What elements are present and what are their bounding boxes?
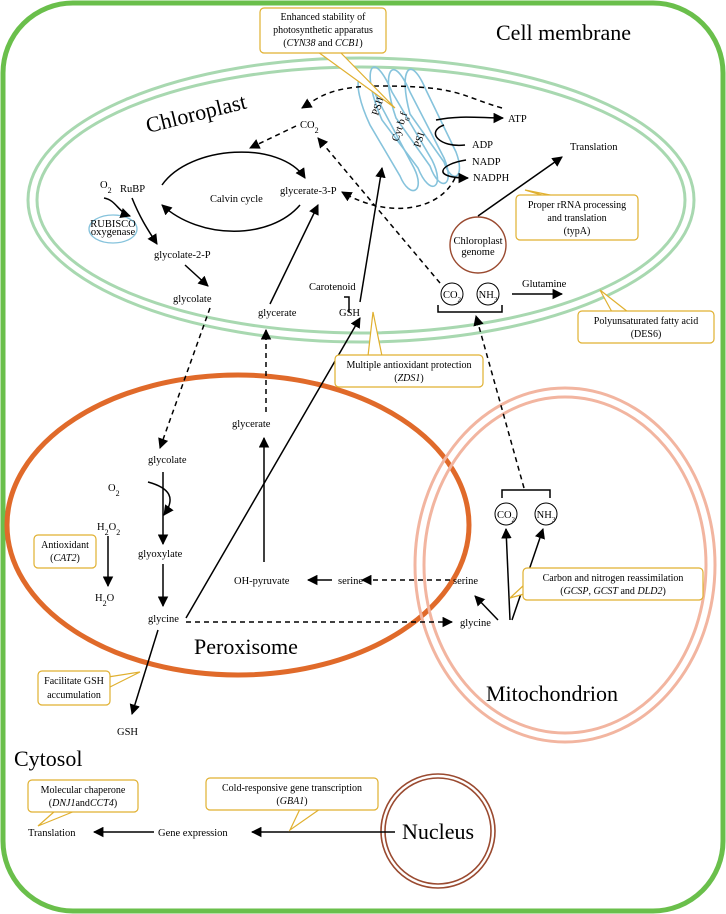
glycerate3p-label: glycerate-3-P: [280, 186, 337, 197]
chloroplast: [26, 56, 696, 344]
co2-mito-circle: [494, 502, 518, 526]
translation-chloro-label: Translation: [570, 142, 618, 153]
svg-text:and translation: and translation: [547, 213, 606, 224]
h2o-label: H2O: [95, 593, 115, 608]
svg-text:Polyunsaturated fatty acid: Polyunsaturated fatty acid: [594, 316, 698, 327]
glycolate2p-label: glycolate-2-P: [154, 250, 211, 261]
svg-text:accumulation: accumulation: [47, 690, 101, 701]
serine-perox-label: serine: [338, 576, 363, 587]
svg-text:(ZDS1): (ZDS1): [394, 373, 423, 384]
nh3-chloro-circle: [476, 282, 500, 306]
svg-text:Carbon and nitrogen reassimila: Carbon and nitrogen reassimilation: [543, 573, 684, 584]
glutamine-label: Glutamine: [522, 279, 567, 290]
svg-text:Enhanced stability of: Enhanced stability of: [281, 12, 367, 23]
svg-text:(typA): (typA): [564, 226, 591, 237]
rubisco-line2: oxygenase: [91, 227, 136, 238]
co2-chloro-circle: [440, 282, 464, 306]
nh3-mito-circle: [534, 502, 558, 526]
chloroplast-arrows: [103, 112, 564, 313]
annotation-carbon-nitrogen: Carbon and nitrogen reassimilation (GCSP…: [509, 567, 704, 601]
annotation-chaperone: Molecular chaperone (DNJ1andCCT4): [27, 779, 139, 827]
svg-text:(GCSP, GCST and DLD2): (GCSP, GCST and DLD2): [560, 586, 666, 597]
rubisco-oval: [88, 214, 138, 244]
rubp-label: RuBP: [120, 184, 145, 195]
mitochondrion-label: Mitochondrion: [486, 681, 618, 706]
svg-text:Cold-responsive gene transcrip: Cold-responsive gene transcription: [222, 783, 362, 794]
genome-line1: Chloroplast: [454, 236, 503, 247]
nh3-chloro-circle-label: NH3: [479, 290, 498, 304]
co2-mito-label: CO2: [497, 510, 516, 524]
gsh-chloro-label: GSH: [339, 308, 360, 319]
glycolate-perox-label: glycolate: [148, 455, 187, 466]
chloroplast-dashed-arrows: [249, 85, 503, 284]
annotation-photosynthetic: Enhanced stability of photosynthetic app…: [259, 7, 396, 109]
calvin-cycle-label: Calvin cycle: [210, 194, 263, 205]
co2-label: CO2: [300, 120, 319, 135]
cytosol-label: Cytosol: [14, 746, 82, 771]
glycine-mito-label: glycine: [460, 618, 491, 629]
gsh-cytosol-label: GSH: [117, 727, 138, 738]
annotation-fatty-acid: Polyunsaturated fatty acid (DES6): [577, 289, 715, 344]
svg-text:Proper rRNA processing: Proper rRNA processing: [528, 200, 626, 211]
chloroplast-genome-circle: [449, 216, 507, 274]
nucleus: [380, 773, 496, 889]
peroxisome-label: Peroxisome: [194, 634, 298, 659]
perox-mito-dashed-arrows: [158, 307, 525, 628]
glycerate-perox-label: glycerate: [232, 419, 271, 430]
svg-text:(DES6): (DES6): [631, 329, 662, 340]
annotation-antioxidant-multi: Multiple antioxidant protection (ZDS1): [334, 311, 484, 388]
annotation-rrna: Proper rRNA processing and translation (…: [515, 189, 639, 241]
cell-membrane-label: Cell membrane: [496, 20, 631, 45]
svg-text:Facilitate GSH: Facilitate GSH: [44, 676, 104, 687]
adp-label: ADP: [472, 140, 493, 151]
gene-expression-label: Gene expression: [158, 828, 228, 839]
nucleus-label: Nucleus: [402, 819, 474, 844]
svg-text:Antioxidant: Antioxidant: [41, 540, 89, 551]
glycerate-chloro-label: glycerate: [258, 308, 297, 319]
serine-mito-label: serine: [453, 576, 478, 587]
psi-label: PSI: [412, 131, 427, 149]
cyt-label: Cyt b6f: [390, 110, 413, 143]
h2o2-label: H2O2: [97, 522, 120, 537]
nadp-label: NADP: [472, 157, 501, 168]
svg-text:Multiple antioxidant protectio: Multiple antioxidant protection: [347, 360, 472, 371]
svg-text:(CAT2): (CAT2): [50, 553, 80, 564]
nadph-label: NADPH: [473, 173, 510, 184]
annotation-gsh-accum: Facilitate GSH accumulation: [37, 670, 141, 706]
peroxisome: [4, 372, 472, 678]
co2-chloro-circle-label: CO2: [443, 290, 462, 304]
translation-cytosol-label: Translation: [28, 828, 76, 839]
annotation-cold: Cold-responsive gene transcription (GBA1…: [205, 777, 379, 832]
glycolate-chloro-label: glycolate: [173, 294, 212, 305]
oh-pyruvate-label: OH-pyruvate: [234, 576, 290, 587]
rubisco-line1: RUBISCO: [90, 219, 136, 230]
glycine-perox-label: glycine: [148, 614, 179, 625]
annotation-antioxidant-cat: Antioxidant (CAT2): [33, 534, 97, 569]
svg-text:(GBA1): (GBA1): [276, 796, 307, 807]
svg-text:(DNJ1andCCT4): (DNJ1andCCT4): [49, 798, 117, 809]
o2-perox-label: O2: [108, 483, 120, 498]
mitochondrion: [413, 386, 717, 744]
glyoxylate-label: glyoxylate: [138, 549, 183, 560]
perox-mito-arrows: [102, 317, 551, 716]
svg-text:Molecular chaperone: Molecular chaperone: [41, 785, 126, 796]
svg-text:(CYN38 and CCB1): (CYN38 and CCB1): [283, 38, 363, 49]
genome-line2: genome: [461, 247, 495, 258]
carotenoid-label: Carotenoid: [309, 282, 356, 293]
o2-chloro-label: O2: [100, 180, 112, 195]
svg-text:photosynthetic apparatus: photosynthetic apparatus: [273, 25, 373, 36]
atp-label: ATP: [508, 114, 527, 125]
nh3-mito-label: NH3: [537, 510, 556, 524]
